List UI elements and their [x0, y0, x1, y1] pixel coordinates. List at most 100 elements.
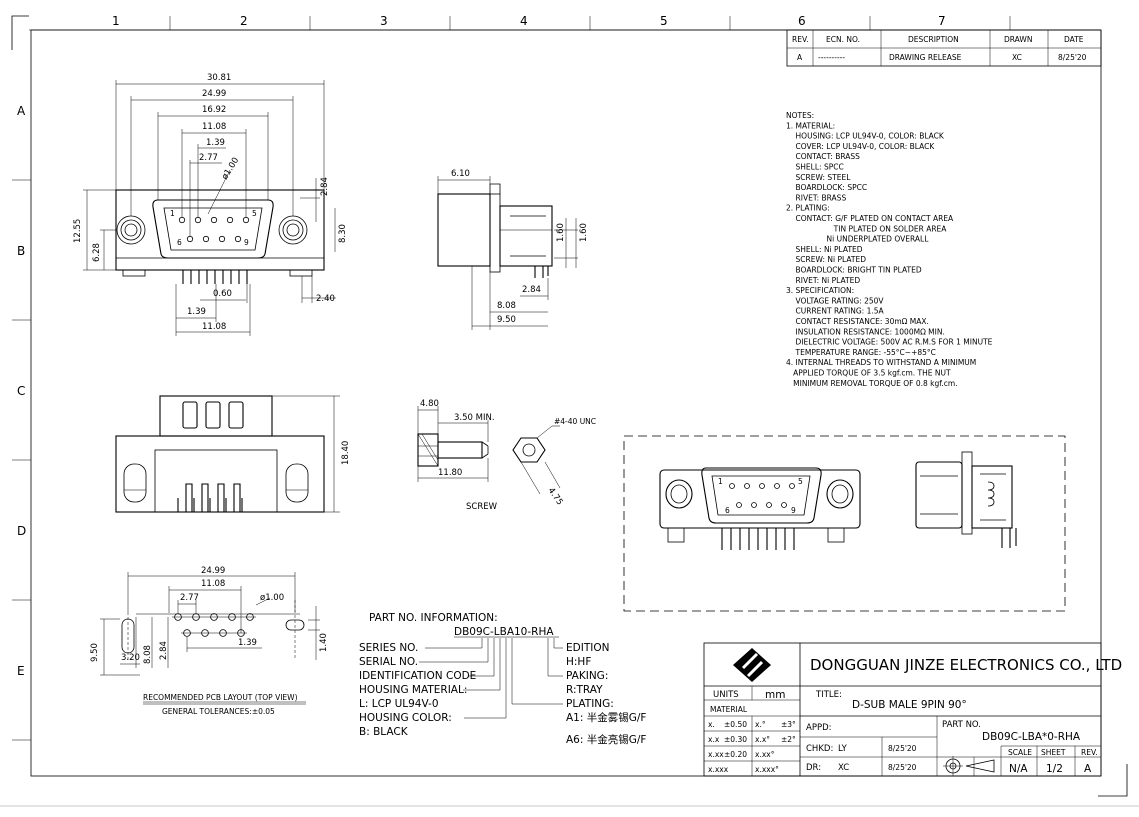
pcb-layout: 24.99 11.08 2.77 ø1.00 1.39 9.50 3.20 8.…: [90, 566, 329, 716]
drawing-frame: [0, 15, 1139, 807]
rev-value: A: [1084, 763, 1092, 775]
rev-value-description: DRAWING RELEASE: [889, 53, 962, 62]
front-dim-mount-pitch: 24.99: [202, 89, 226, 99]
notes-block: NOTES:1. MATERIAL: HOUSING: LCP UL94V-0,…: [786, 111, 993, 388]
pcb-dim-pin-span: 11.08: [201, 579, 225, 589]
rev-value-drawn: XC: [1012, 53, 1022, 62]
grid-col-5: 5: [660, 14, 668, 28]
bottom-dim-height: 18.40: [341, 441, 351, 465]
note-line: MINIMUM REMOVAL TORQUE OF 0.8 kgf.cm.: [786, 379, 958, 388]
appd-label: APPD:: [806, 723, 831, 733]
grid-col-2: 2: [240, 14, 248, 28]
front-dim-width-overall: 30.81: [207, 73, 231, 83]
chkd-date: 8/25'20: [888, 744, 917, 753]
rev-header-drawn: DRAWN: [1004, 35, 1032, 44]
title-label: TITLE:: [815, 690, 842, 700]
tol-row-4-afmt: x.xxx°: [755, 765, 779, 774]
screw-dim-overall-length: 11.80: [438, 468, 462, 478]
side-dim-tail-depth: 2.84: [522, 285, 541, 295]
front-pin-1-label: 1: [170, 209, 175, 218]
tol-row-3-fmt: x.xx: [708, 750, 724, 759]
front-dim-pin-pitch: 2.77: [199, 153, 218, 163]
side-dim-overall-depth: 9.50: [497, 315, 516, 325]
part-info-series: SERIES NO.: [359, 642, 418, 654]
company-name: DONGGUAN JINZE ELECTRONICS CO., LTD: [810, 656, 1122, 674]
front-dim-shell-height: 2.84: [320, 177, 330, 196]
part-info-plating: PLATING:: [566, 698, 614, 710]
tol-row-2-aval: ±2°: [781, 735, 796, 744]
front-dim-center-height: 6.28: [92, 243, 102, 262]
side-dim-gap-b: 1.60: [579, 223, 589, 242]
rev-header-rev: REV.: [792, 35, 809, 44]
rev-header-ecn: ECN. NO.: [826, 35, 860, 44]
iso-pin-5-label: 5: [798, 477, 803, 486]
pcb-dim-row-pitch: 2.84: [159, 641, 169, 660]
note-line: SCREW: STEEL: [786, 173, 851, 182]
side-dim-gap-a: 1.60: [556, 223, 566, 242]
part-info-serial: SERIAL NO.: [359, 656, 418, 668]
pcb-dim-mount-pitch: 24.99: [201, 566, 225, 576]
note-line: SHELL: Ni PLATED: [786, 245, 863, 254]
grid-col-7: 7: [938, 14, 946, 28]
note-line: 1. MATERIAL:: [786, 121, 835, 130]
iso-pins: [729, 483, 795, 508]
title-value: D-SUB MALE 9PIN 90°: [852, 699, 967, 711]
side-dim-front-depth: 6.10: [451, 169, 470, 179]
front-dim-total-height: 12.55: [73, 219, 83, 243]
grid-labels: 1 2 3 4 5 6 7 A B C D E: [17, 14, 946, 678]
grid-col-4: 4: [520, 14, 528, 28]
front-dim-pin-offset: 1.39: [206, 138, 225, 148]
front-dim-pin-span: 11.08: [202, 122, 226, 132]
tol-row-4-fmt: x.xxx: [708, 765, 729, 774]
part-info-packing: PAKING:: [566, 670, 608, 682]
pcb-holes: [172, 613, 256, 637]
iso-preview: 1 5 6 9: [623, 435, 1066, 612]
screw-view: 4.80 3.50 MIN. 11.80 #4-40 UNC 4.75 SCRE…: [417, 399, 596, 512]
front-dim-boardlock: 2.40: [316, 294, 335, 304]
iso-pin-6-label: 6: [725, 506, 730, 515]
part-info-identification: IDENTIFICATION CODE: [359, 670, 476, 682]
part-number-info: PART NO. INFORMATION: DB09C-LBA10-RHA SE…: [359, 612, 646, 746]
chkd-label: CHKD:: [806, 744, 833, 754]
units-value: mm: [765, 689, 785, 701]
part-info-heading: PART NO. INFORMATION:: [369, 612, 498, 624]
note-line: 4. INTERNAL THREADS TO WITHSTAND A MINIM…: [786, 358, 976, 367]
part-info-number: DB09C-LBA10-RHA: [454, 626, 554, 638]
screw-dim-thread-spec: #4-40 UNC: [554, 417, 596, 426]
screw-dim-head-length: 4.80: [420, 399, 439, 409]
note-line: SHELL: SPCC: [786, 163, 844, 172]
part-no-value: DB09C-LBA*0-RHA: [982, 731, 1081, 743]
note-line: 2. PLATING:: [786, 204, 830, 213]
side-dim-body-depth: 8.08: [497, 301, 516, 311]
note-line: COVER: LCP UL94V-0, COLOR: BLACK: [786, 142, 935, 151]
company-logo: [733, 648, 771, 682]
rev-value-date: 8/25'20: [1058, 53, 1087, 62]
note-line: TEMPERATURE RANGE: -55°C~+85°C: [786, 348, 936, 357]
part-info-plating-a1: A1: 半金雾锡G/F: [566, 711, 646, 724]
note-line: CONTACT: BRASS: [786, 152, 860, 161]
iso-pin-1-label: 1: [718, 477, 723, 486]
note-line: CONTACT: G/F PLATED ON CONTACT AREA: [786, 214, 954, 223]
projection-symbol-icon: [943, 756, 995, 776]
part-info-housing-color: HOUSING COLOR:: [359, 712, 452, 724]
dr-label: DR:: [806, 763, 821, 773]
bottom-view: 18.40: [115, 395, 351, 513]
pcb-dim-row-offset: 1.39: [238, 638, 257, 648]
pcb-dim-slot-width: 1.40: [319, 633, 329, 652]
front-dim-shell-width: 16.92: [202, 105, 226, 115]
tol-row-3-afmt: x.xx°: [755, 750, 775, 759]
units-label: UNITS: [713, 690, 739, 700]
screw-label: SCREW: [466, 502, 498, 512]
grid-row-e: E: [17, 664, 25, 678]
rev-value-rev: A: [797, 53, 803, 62]
note-line: TIN PLATED ON SOLDER AREA: [786, 224, 947, 233]
title-block: DONGGUAN JINZE ELECTRONICS CO., LTD UNIT…: [703, 642, 1122, 777]
front-dim-tail-span: 11.08: [202, 322, 226, 332]
front-pin-6-label: 6: [177, 238, 182, 247]
note-line: SCREW: Ni PLATED: [786, 255, 866, 264]
dr-date: 8/25'20: [888, 763, 917, 772]
side-view: 6.10 1.60 1.60 2.84 8.08 9.50: [437, 169, 589, 330]
grid-row-d: D: [17, 524, 26, 538]
screw-dim-thread-length: 3.50 MIN.: [454, 413, 495, 423]
part-info-packing-value: R:TRAY: [566, 684, 603, 696]
